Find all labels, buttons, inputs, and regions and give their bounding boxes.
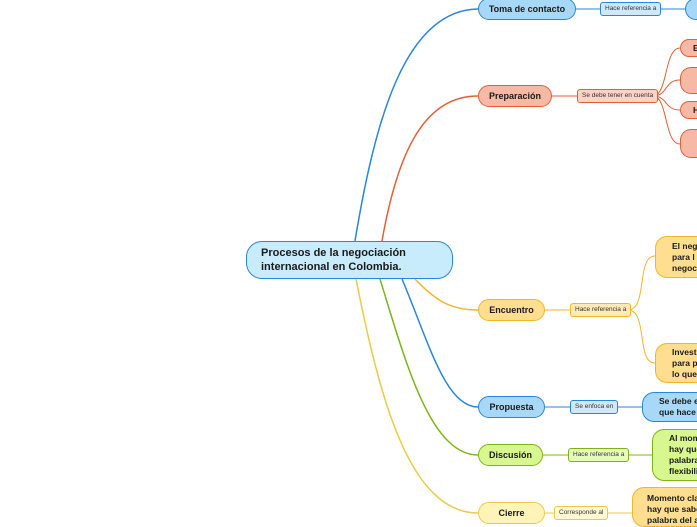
leaf-text: Al mom hay que palabra flexibili	[669, 433, 697, 476]
leaf-cierre-1[interactable]: Momento cla hay que sabe palabra del a	[632, 487, 697, 527]
branch-propuesta	[401, 278, 479, 408]
topic-encuentro[interactable]: Encuentro	[478, 299, 545, 321]
relation-text: Se enfoca en	[575, 403, 614, 410]
relation-text: Hace referencia a	[575, 306, 627, 313]
relation-text: Hace referencia a	[573, 451, 625, 458]
leaf-preparacion-1[interactable]: E	[680, 39, 697, 57]
topic-discusion[interactable]: Discusión	[478, 444, 543, 466]
relation-label-encuentro[interactable]: Hace referencia a	[570, 303, 632, 317]
branch-cierre	[355, 278, 479, 514]
branch-toma-de-contacto	[354, 8, 479, 242]
leaf-text: H	[693, 105, 697, 116]
topic-propuesta[interactable]: Propuesta	[478, 396, 545, 418]
leaf-preparacion-3[interactable]: H	[680, 101, 697, 119]
branch-encuentro	[414, 278, 479, 311]
leaf-discusion-1[interactable]: Al mom hay que palabra flexibili	[652, 429, 697, 481]
topic-preparacion[interactable]: Preparación	[478, 85, 552, 107]
relation-label-propuesta[interactable]: Se enfoca en	[570, 400, 619, 414]
root-node-label: Procesos de la negociación internacional…	[261, 247, 406, 273]
relation-text: Corresponde al	[559, 509, 604, 516]
topic-label: Discusión	[488, 450, 532, 460]
branch-preparacion	[381, 95, 479, 242]
leaf-encuentro-1[interactable]: El neg para l negoci	[655, 236, 697, 278]
leaf-text: E	[693, 43, 697, 54]
leaf-encuentro-2[interactable]: Invest para p lo que	[655, 343, 697, 383]
relation-label-preparacion[interactable]: Se debe tener en cuenta	[577, 89, 659, 103]
relation-label-toma[interactable]: Hace referencia a	[600, 2, 662, 16]
leaf-text: Se debe e que hace	[659, 396, 697, 417]
relation-label-discusion[interactable]: Hace referencia a	[568, 448, 630, 462]
leaf-text: Invest para p lo que	[672, 346, 697, 379]
topic-cierre[interactable]: Cierre	[478, 502, 545, 524]
root-node[interactable]: Procesos de la negociación internacional…	[246, 241, 453, 279]
topic-label: Propuesta	[489, 402, 534, 412]
branch-discusion	[379, 278, 479, 456]
leaf-preparacion-4[interactable]	[680, 129, 697, 158]
topic-label: Toma de contacto	[488, 4, 566, 14]
topic-label: Preparación	[488, 91, 542, 101]
leaf-preparacion-2[interactable]	[680, 67, 697, 94]
leaf-text: El neg para l negoci	[672, 240, 697, 273]
relation-text: Hace referencia a	[605, 5, 657, 12]
leaf-text: Momento cla hay que sabe palabra del a	[647, 493, 697, 525]
leaf-propuesta-1[interactable]: Se debe e que hace	[642, 392, 697, 422]
topic-toma-de-contacto[interactable]: Toma de contacto	[478, 0, 576, 20]
topic-label: Encuentro	[489, 305, 534, 315]
relation-text: Se debe tener en cuenta	[582, 92, 654, 99]
relation-label-cierre[interactable]: Corresponde al	[554, 506, 609, 520]
topic-label: Cierre	[498, 508, 525, 518]
